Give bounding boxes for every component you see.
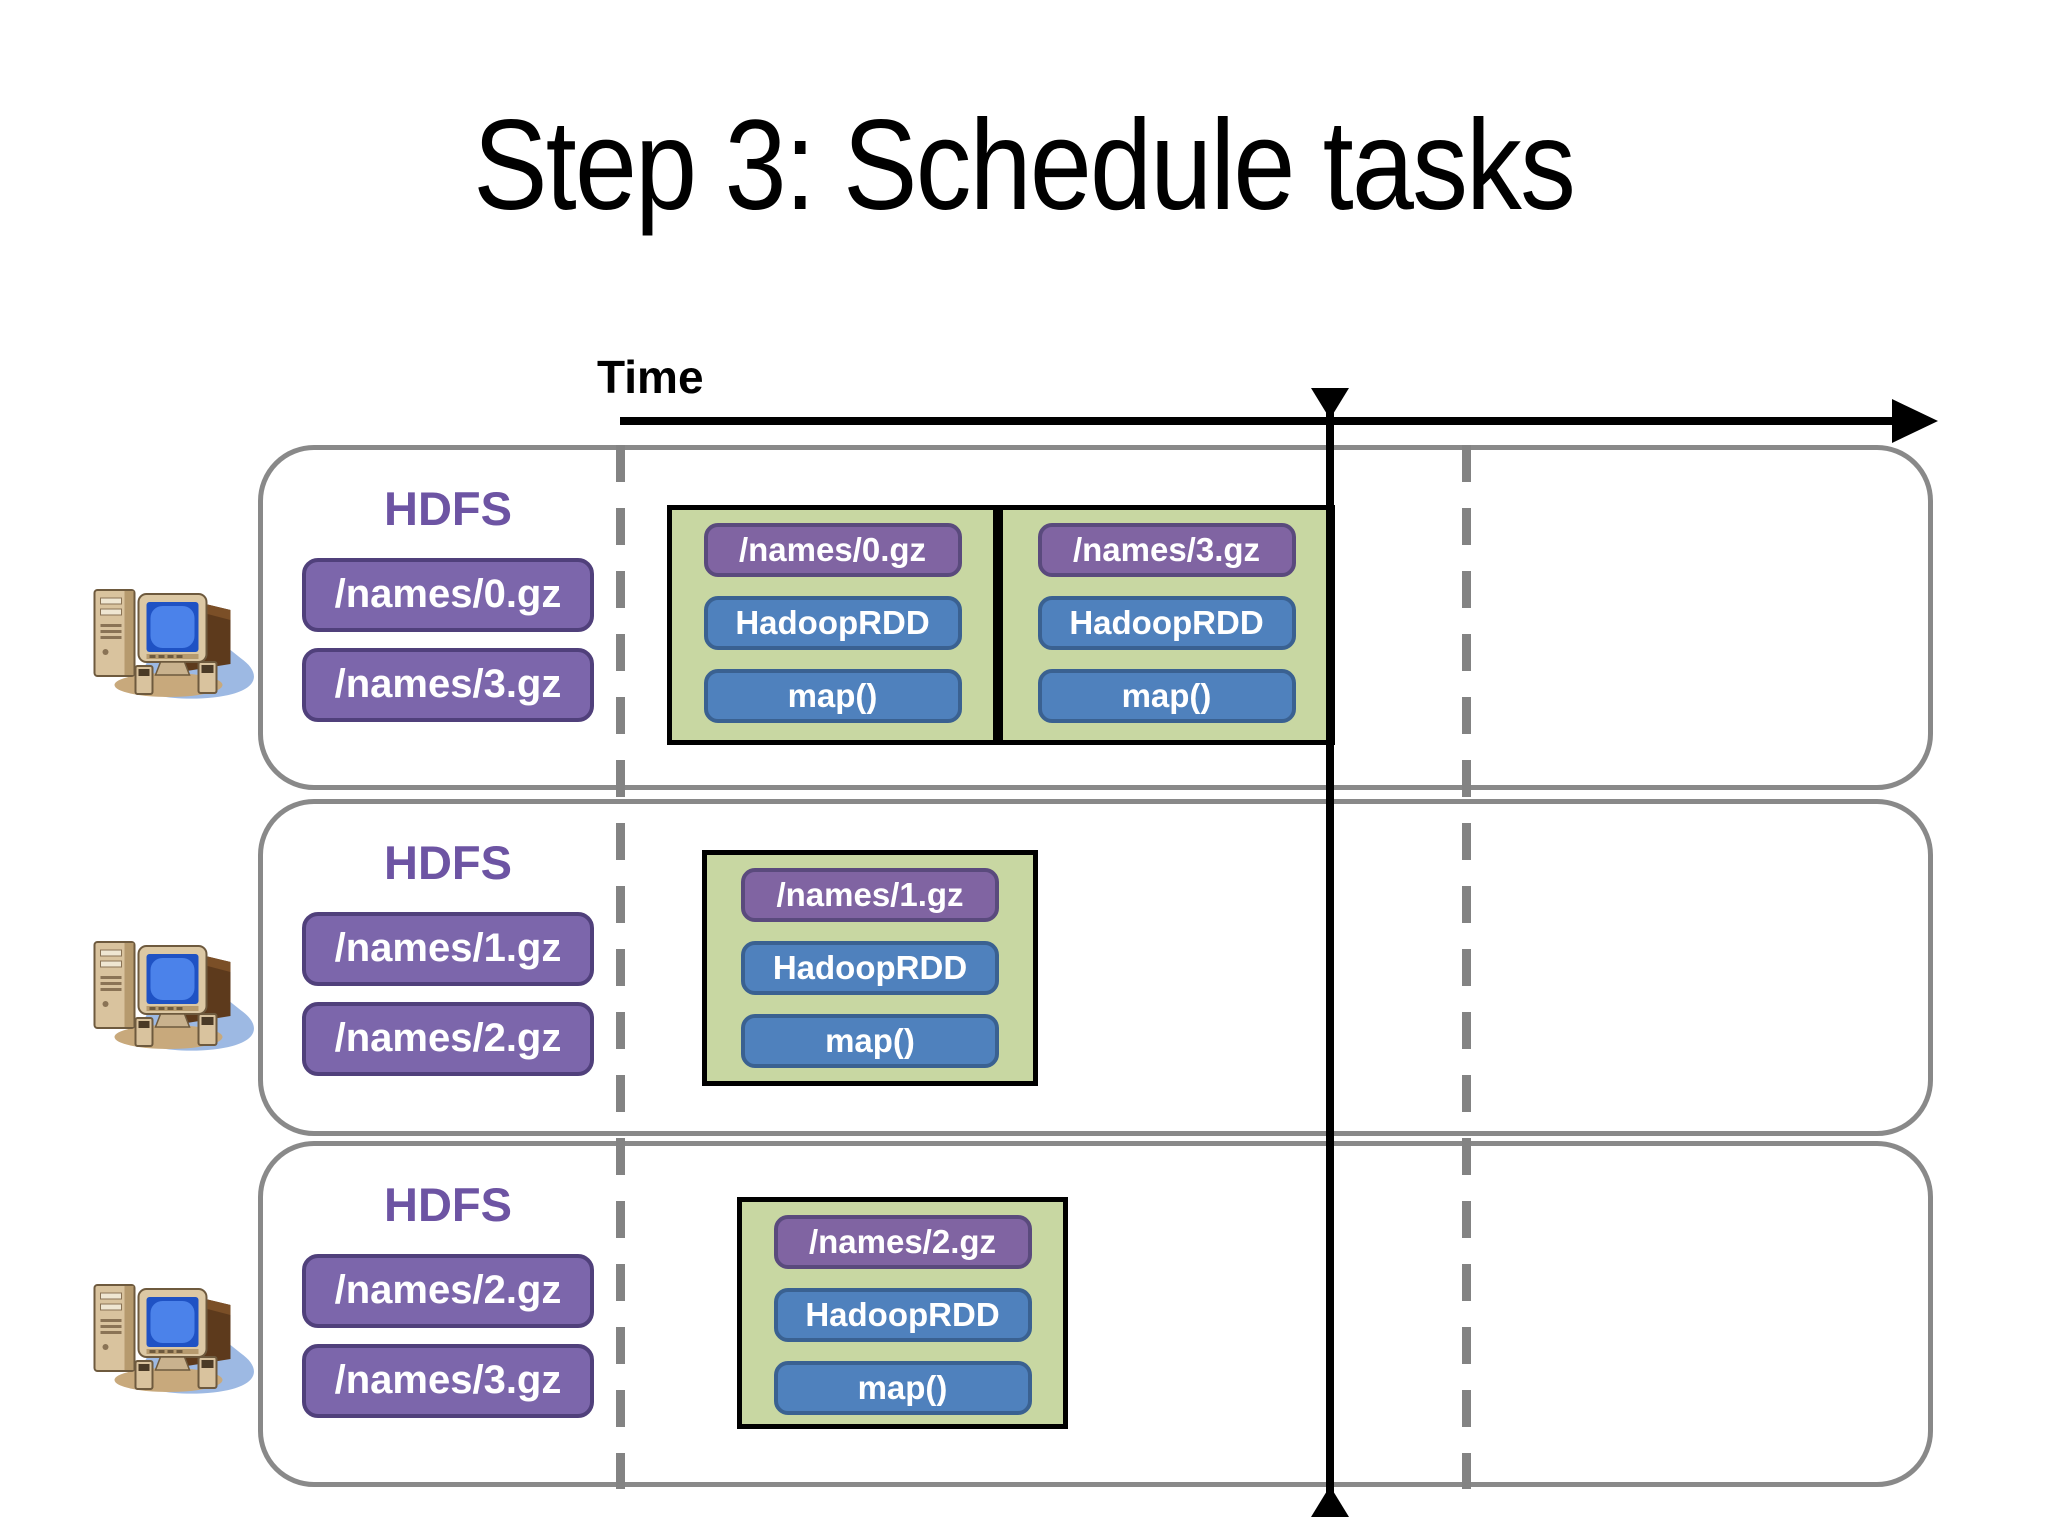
computer-icon — [78, 1263, 263, 1403]
hdfs-label: HDFS — [384, 482, 512, 535]
task-machine1-names0: /names/0.gz HadoopRDD map() — [667, 505, 998, 745]
hdfs-label: HDFS — [384, 836, 512, 889]
task-file-label: /names/2.gz — [773, 1215, 1032, 1269]
task-stage-hadooprdd: HadoopRDD — [703, 596, 962, 650]
task-file-label: /names/0.gz — [703, 523, 962, 577]
time-axis-arrowhead-icon — [1892, 399, 1938, 443]
task-stage-map: map() — [741, 1014, 999, 1068]
hdfs-file-block: /names/2.gz — [302, 1002, 594, 1076]
hdfs-file-block: /names/1.gz — [302, 912, 594, 986]
current-time-marker-top-icon — [1311, 388, 1349, 419]
machine-row-3: HDFS /names/2.gz /names/3.gz — [258, 1141, 1933, 1487]
task-stage-map: map() — [1037, 669, 1296, 723]
current-time-marker-bottom-icon — [1311, 1486, 1349, 1517]
computer-icon — [78, 568, 263, 708]
task-stage-hadooprdd: HadoopRDD — [773, 1288, 1032, 1342]
time-axis-line — [620, 417, 1892, 425]
hdfs-file-block: /names/3.gz — [302, 1344, 594, 1418]
task-machine2-names1: /names/1.gz HadoopRDD map() — [702, 850, 1038, 1086]
task-machine3-names2: /names/2.gz HadoopRDD map() — [737, 1197, 1068, 1429]
task-stage-map: map() — [703, 669, 962, 723]
time-axis-label: Time — [597, 351, 704, 403]
hdfs-file-block: /names/3.gz — [302, 648, 594, 722]
task-stage-hadooprdd: HadoopRDD — [1037, 596, 1296, 650]
task-stage-hadooprdd: HadoopRDD — [741, 941, 999, 995]
task-machine1-names3: /names/3.gz HadoopRDD map() — [998, 505, 1335, 745]
computer-icon — [78, 920, 263, 1060]
current-time-marker-line — [1326, 400, 1334, 1506]
hdfs-file-block: /names/0.gz — [302, 558, 594, 632]
task-file-label: /names/3.gz — [1037, 523, 1296, 577]
task-file-label: /names/1.gz — [741, 868, 999, 922]
hdfs-label: HDFS — [384, 1178, 512, 1231]
hdfs-file-block: /names/2.gz — [302, 1254, 594, 1328]
stage-boundary-dashed-line-2 — [1462, 445, 1471, 1489]
machine-row-2: HDFS /names/1.gz /names/2.gz — [258, 799, 1933, 1136]
stage-boundary-dashed-line-1 — [616, 445, 625, 1489]
task-stage-map: map() — [773, 1361, 1032, 1415]
slide-title: Step 3: Schedule tasks — [473, 94, 1577, 237]
